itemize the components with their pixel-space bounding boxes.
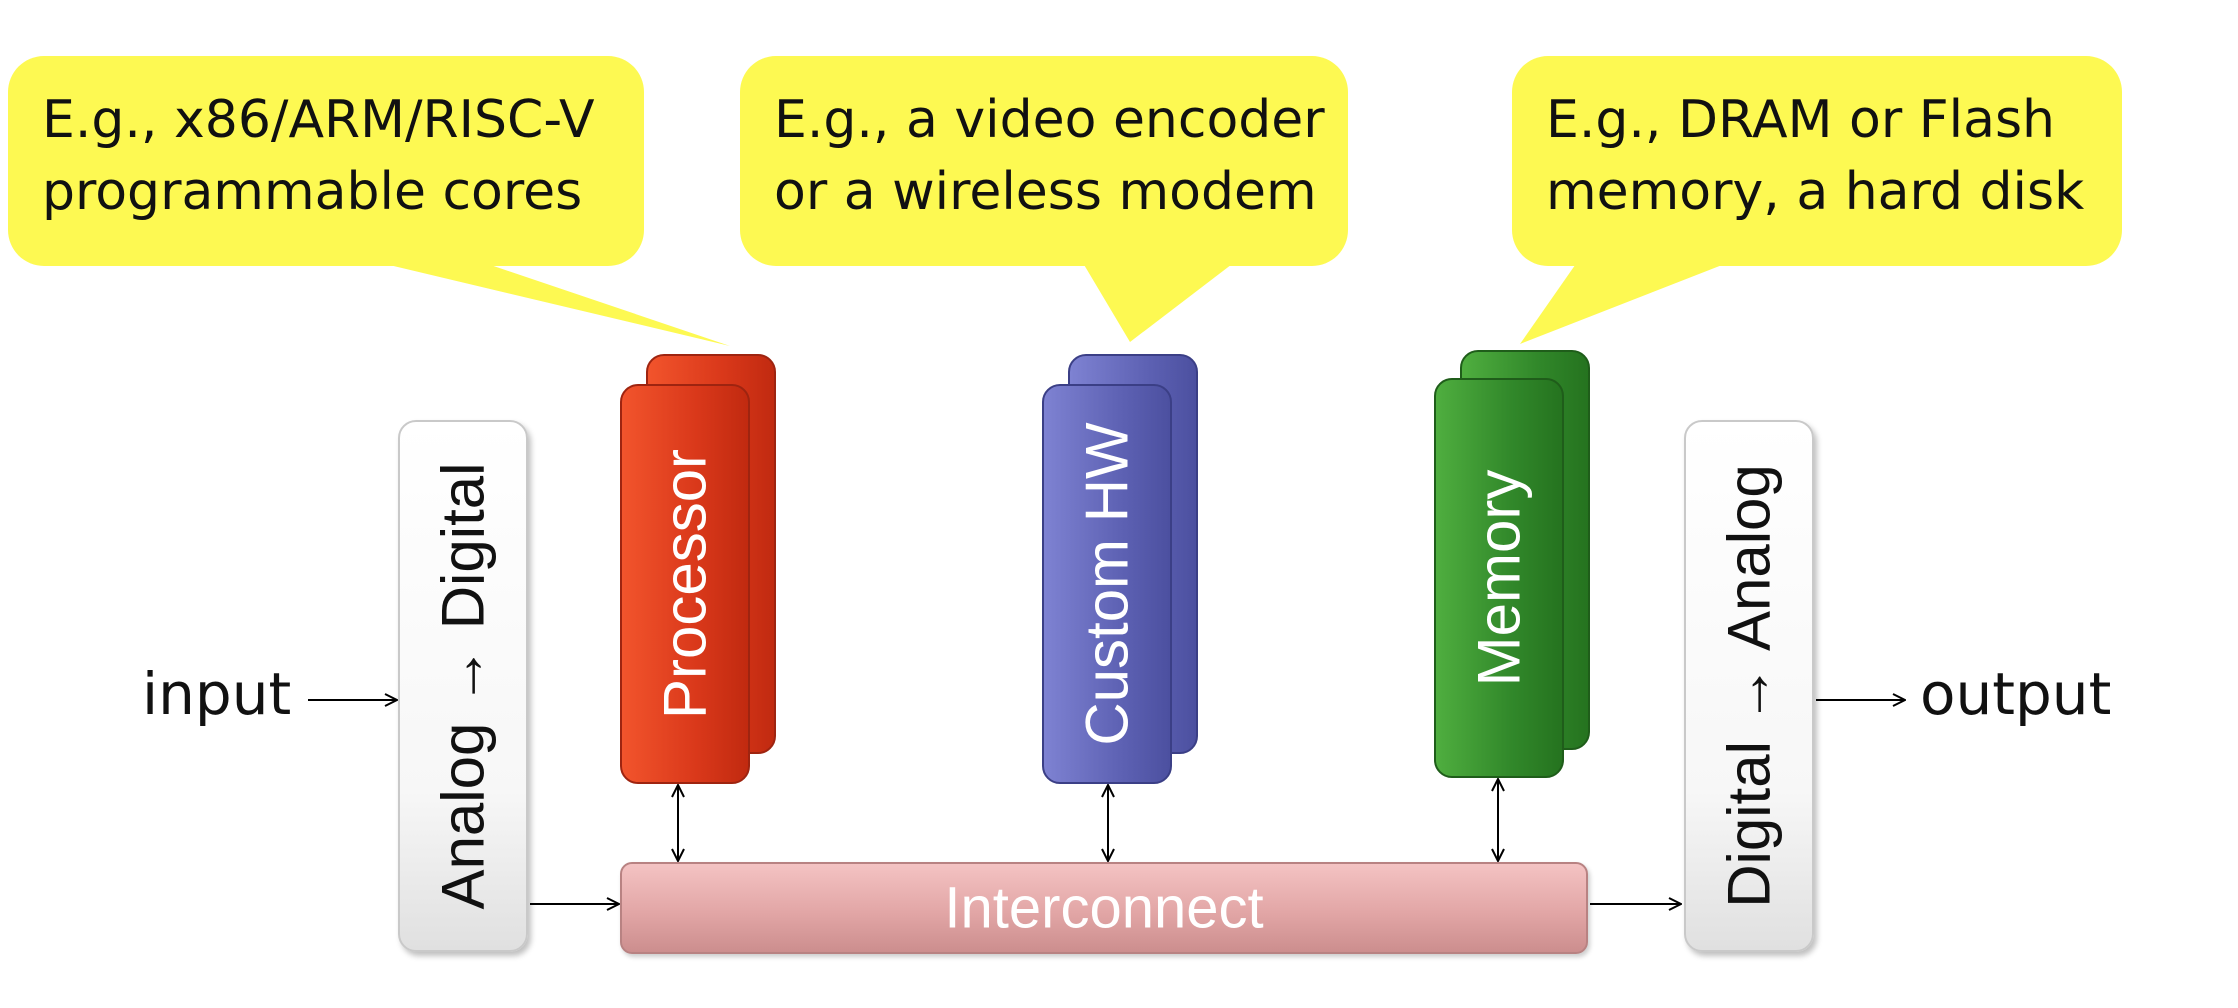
analog-to-digital-label: Analog → Digital bbox=[429, 462, 497, 910]
memory-block: Memory bbox=[1434, 378, 1564, 778]
callout-custom-hw-line1: E.g., a video encoder bbox=[774, 90, 1325, 150]
custom-hw-block: Custom HW bbox=[1042, 384, 1172, 784]
callout-memory-line1: E.g., DRAM or Flash bbox=[1546, 90, 2056, 150]
processor-block: Processor bbox=[620, 384, 750, 784]
output-label: output bbox=[1920, 660, 2112, 728]
interconnect-label: Interconnect bbox=[944, 875, 1264, 941]
callout-memory-line2: memory, a hard disk bbox=[1546, 162, 2085, 222]
callout-tail-custom bbox=[1080, 258, 1240, 342]
input-label: input bbox=[142, 660, 292, 728]
callout-memory: E.g., DRAM or Flash memory, a hard disk bbox=[1512, 56, 2122, 266]
callout-processor-line1: E.g., x86/ARM/RISC-V bbox=[42, 90, 595, 150]
memory-label: Memory bbox=[1465, 469, 1533, 687]
callout-processor: E.g., x86/ARM/RISC-V programmable cores bbox=[8, 56, 644, 266]
callout-tail-memory bbox=[1520, 258, 1740, 344]
analog-to-digital-block: Analog → Digital bbox=[398, 420, 528, 952]
processor-label: Processor bbox=[651, 448, 719, 720]
callout-custom-hw-line2: or a wireless modem bbox=[774, 162, 1317, 222]
interconnect-bus: Interconnect bbox=[620, 862, 1588, 954]
callout-custom-hw: E.g., a video encoder or a wireless mode… bbox=[740, 56, 1348, 266]
custom-hw-label: Custom HW bbox=[1073, 422, 1141, 746]
callout-tail-processor bbox=[360, 258, 730, 346]
digital-to-analog-block: Digital → Analog bbox=[1684, 420, 1814, 952]
digital-to-analog-label: Digital → Analog bbox=[1715, 464, 1783, 908]
callout-processor-line2: programmable cores bbox=[42, 162, 583, 222]
